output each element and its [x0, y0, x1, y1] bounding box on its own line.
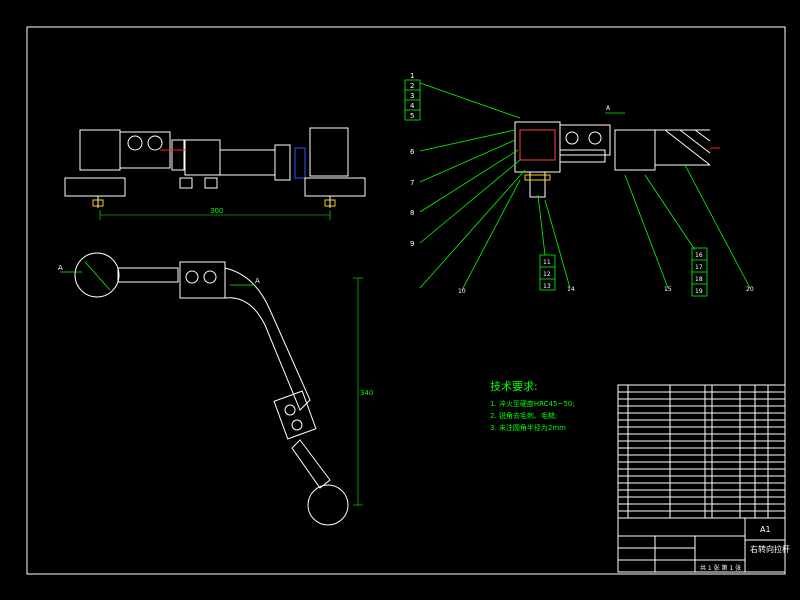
section-mark-right: A [255, 277, 260, 285]
title-block: A1 右转向拉杆 共 1 张 第 1 张 [617, 517, 790, 573]
drawing-border [26, 26, 786, 575]
balloon-10: 10 [458, 288, 466, 295]
front-view: 300 [64, 127, 366, 220]
balloon-17: 17 [695, 264, 703, 271]
tech-item-2: 2. 锐角去毛刺、毛糙; [490, 411, 557, 420]
balloon-6: 6 [410, 148, 415, 156]
balloon-2: 2 [410, 82, 414, 90]
parts-list [617, 384, 786, 519]
tech-item-3: 3. 未注圆角半径为2mm [490, 423, 566, 432]
tech-heading: 技术要求: [490, 380, 538, 393]
balloon-5: 5 [410, 112, 414, 120]
drawing-title: 右转向拉杆 [750, 544, 790, 554]
balloon-4: 4 [410, 102, 415, 110]
balloon-19: 19 [695, 288, 703, 295]
balloon-11: 11 [543, 259, 551, 266]
balloon-3: 3 [410, 92, 414, 100]
tech-requirements: 技术要求: 1. 淬火至硬度HRC45~50; 2. 锐角去毛刺、毛糙; 3. … [490, 380, 575, 432]
dim-horizontal: 300 [210, 207, 223, 215]
balloons-left: 1 2 3 4 5 6 7 8 9 [404, 72, 526, 289]
balloons-right: 16 17 18 19 20 [644, 164, 754, 297]
balloon-7: 7 [410, 179, 414, 187]
balloon-12: 12 [543, 271, 551, 278]
dim-vertical: 340 [360, 389, 373, 397]
balloon-16: 16 [695, 252, 703, 259]
section-mark-left: A [58, 264, 63, 272]
balloon-1: 1 [410, 72, 414, 80]
tech-item-1: 1. 淬火至硬度HRC45~50; [490, 399, 575, 408]
balloon-13: 13 [543, 283, 551, 290]
parts-list-border [617, 384, 786, 519]
balloon-8: 8 [410, 209, 414, 217]
balloon-14: 14 [567, 286, 575, 293]
section-mark-top: A [606, 105, 611, 112]
section-view: A [514, 105, 720, 198]
balloon-15: 15 [664, 286, 672, 293]
top-view-arm: A A 340 [58, 252, 373, 526]
sheet-info: 共 1 张 第 1 张 [700, 564, 741, 572]
sheet-size: A1 [760, 525, 771, 534]
balloons-bottom: 10 11 12 13 14 15 [458, 174, 672, 295]
balloon-18: 18 [695, 276, 703, 283]
balloon-20: 20 [746, 286, 754, 293]
balloon-9: 9 [410, 240, 414, 248]
